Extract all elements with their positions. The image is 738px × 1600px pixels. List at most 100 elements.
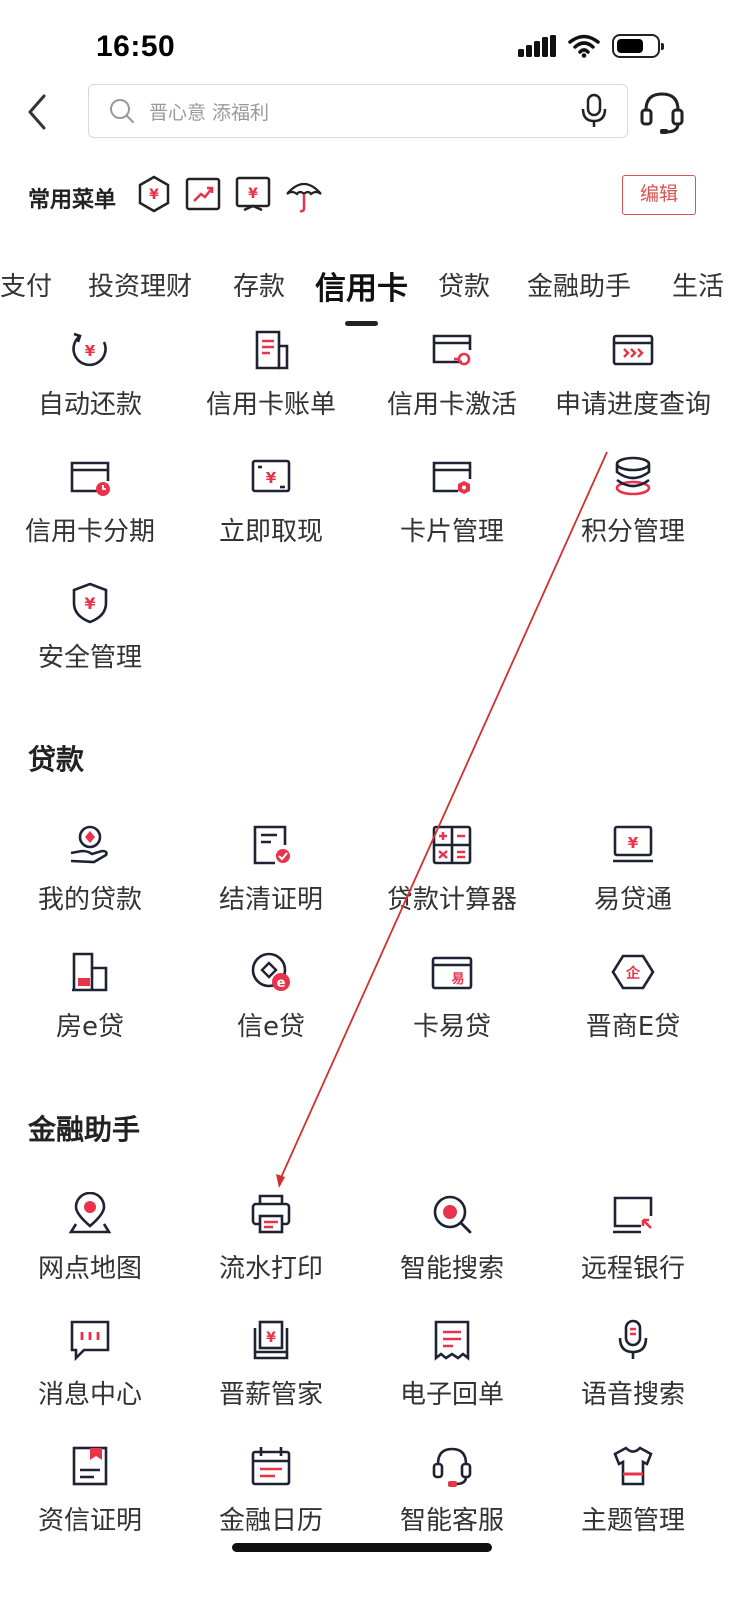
printer-icon [251, 1194, 291, 1234]
tab-deposit[interactable]: 存款 [233, 272, 286, 302]
grid-item-finance-calendar[interactable]: 金融日历 [181, 1444, 361, 1537]
grid-item-label: 消息中心 [37, 1380, 142, 1410]
status-icons [518, 34, 664, 58]
svg-text:¥: ¥ [628, 834, 639, 852]
category-tabs: 支付 投资理财 存款 信用卡 贷款 金融助手 生活 [0, 266, 738, 307]
svg-text:¥: ¥ [85, 342, 96, 360]
grid-item-easy-loan[interactable]: ¥ 易贷通 [543, 823, 723, 916]
tab-loans[interactable]: 贷款 [438, 272, 491, 302]
grid-item-progress-query[interactable]: 申请进度查询 [543, 328, 723, 421]
grid-item-label: 智能搜索 [399, 1254, 504, 1284]
tab-life[interactable]: 生活 [672, 272, 725, 302]
grid-item-salary-manager[interactable]: ¥ 晋薪管家 [181, 1318, 361, 1411]
grid-item-card-bill[interactable]: 信用卡账单 [181, 328, 361, 421]
house-loan-icon [72, 952, 108, 992]
auto-repay-icon: ¥ [72, 332, 107, 367]
grid-item-card-loan[interactable]: 易 卡易贷 [362, 950, 542, 1043]
grid-item-credit-cert[interactable]: 资信证明 [0, 1444, 180, 1537]
grid-item-label: 电子回单 [399, 1380, 504, 1410]
headset-icon [432, 1447, 472, 1487]
grid-item-house-loan[interactable]: 房e贷 [0, 950, 180, 1043]
svg-text:¥: ¥ [149, 187, 159, 203]
customer-service-icon[interactable] [638, 88, 686, 136]
umbrella-icon[interactable] [284, 174, 324, 214]
grid-item-label: 申请进度查询 [554, 390, 711, 420]
easy-loan-icon: ¥ [613, 825, 653, 863]
grid-item-branch-map[interactable]: 网点地图 [0, 1192, 180, 1285]
message-icon [70, 1320, 110, 1362]
credit-e-loan-icon: e [251, 952, 290, 991]
my-loan-icon [70, 825, 108, 864]
grid-item-smart-search[interactable]: 智能搜索 [362, 1192, 542, 1285]
svg-text:¥: ¥ [266, 469, 277, 487]
grid-item-calculator[interactable]: 贷款计算器 [362, 823, 542, 916]
grid-item-label: 流水打印 [218, 1254, 323, 1284]
smart-search-icon [433, 1195, 472, 1234]
grid-item-auto-repay[interactable]: ¥ 自动还款 [0, 328, 180, 421]
grid-item-card-manage[interactable]: 卡片管理 [362, 455, 542, 548]
grid-item-card-activate[interactable]: 信用卡激活 [362, 328, 542, 421]
progress-query-icon [612, 334, 654, 366]
salary-icon: ¥ [253, 1320, 289, 1360]
grid-item-message-center[interactable]: 消息中心 [0, 1318, 180, 1411]
section-title-loans: 贷款 [28, 743, 85, 776]
search-icon [110, 99, 134, 123]
grid-item-label: 智能客服 [399, 1506, 504, 1536]
tab-credit-card[interactable]: 信用卡 [315, 271, 408, 307]
favorites-title: 常用菜单 [28, 188, 117, 213]
tab-investment[interactable]: 投资理财 [88, 272, 193, 302]
yuan-screen-icon[interactable]: ¥ [234, 174, 272, 214]
back-arrow-icon[interactable] [22, 92, 52, 132]
grid-item-smart-service[interactable]: 智能客服 [362, 1444, 542, 1537]
home-indicator [232, 1543, 492, 1552]
search-bar[interactable]: 晋心意 添福利 [88, 84, 628, 138]
remote-bank-icon [613, 1196, 653, 1234]
card-loan-icon: 易 [431, 956, 473, 990]
card-activate-icon [432, 334, 472, 366]
receipt-icon [434, 1320, 470, 1361]
grid-item-my-loan[interactable]: 我的贷款 [0, 823, 180, 916]
svg-text:¥: ¥ [84, 594, 95, 613]
grid-item-points[interactable]: 积分管理 [543, 455, 723, 548]
svg-text:¥: ¥ [266, 1330, 276, 1346]
grid-item-theme-manage[interactable]: 主题管理 [543, 1444, 723, 1537]
grid-item-settlement-cert[interactable]: 结清证明 [181, 823, 361, 916]
security-shield-icon: ¥ [72, 582, 108, 624]
grid-item-credit-e-loan[interactable]: e 信e贷 [181, 950, 361, 1043]
grid-item-remote-bank[interactable]: 远程银行 [543, 1192, 723, 1285]
section-title-assistant: 金融助手 [28, 1113, 141, 1146]
credit-cert-icon [72, 1446, 108, 1486]
grid-item-label: 贷款计算器 [386, 885, 517, 915]
settlement-cert-icon [253, 825, 290, 865]
grid-item-label: 语音搜索 [580, 1380, 685, 1410]
grid-item-label: 晋商E贷 [585, 1012, 681, 1042]
grid-item-jinshang-loan[interactable]: 企 晋商E贷 [543, 950, 723, 1043]
grid-item-label: 我的贷款 [37, 885, 142, 915]
grid-item-label: 网点地图 [37, 1254, 142, 1284]
grid-item-cash-withdraw[interactable]: ¥ 立即取现 [181, 455, 361, 548]
installment-icon [70, 461, 110, 496]
svg-text:e: e [277, 976, 286, 991]
microphone-icon[interactable] [579, 93, 609, 129]
grid-item-security[interactable]: ¥ 安全管理 [0, 581, 180, 674]
cellular-signal-icon [518, 35, 556, 57]
bill-icon [255, 330, 289, 370]
edit-button[interactable]: 编辑 [622, 175, 696, 215]
svg-text:企: 企 [625, 965, 641, 982]
grid-item-statement-print[interactable]: 流水打印 [181, 1192, 361, 1285]
trend-chart-icon[interactable] [184, 174, 222, 214]
cash-withdraw-icon: ¥ [251, 459, 291, 493]
grid-item-label: 远程银行 [580, 1254, 685, 1284]
grid-item-label: 资信证明 [37, 1506, 142, 1536]
grid-item-installment[interactable]: 信用卡分期 [0, 455, 180, 548]
favorites-icons: ¥ ¥ [136, 174, 324, 214]
tab-payment[interactable]: 支付 [0, 272, 53, 302]
grid-item-voice-search[interactable]: 语音搜索 [543, 1318, 723, 1411]
yuan-hexagon-icon[interactable]: ¥ [136, 174, 172, 214]
wifi-icon [568, 34, 600, 58]
grid-item-e-receipt[interactable]: 电子回单 [362, 1318, 542, 1411]
battery-icon [612, 34, 664, 58]
tab-finance-assistant[interactable]: 金融助手 [527, 272, 632, 302]
grid-item-label: 结清证明 [218, 885, 323, 915]
active-tab-indicator [345, 321, 378, 326]
